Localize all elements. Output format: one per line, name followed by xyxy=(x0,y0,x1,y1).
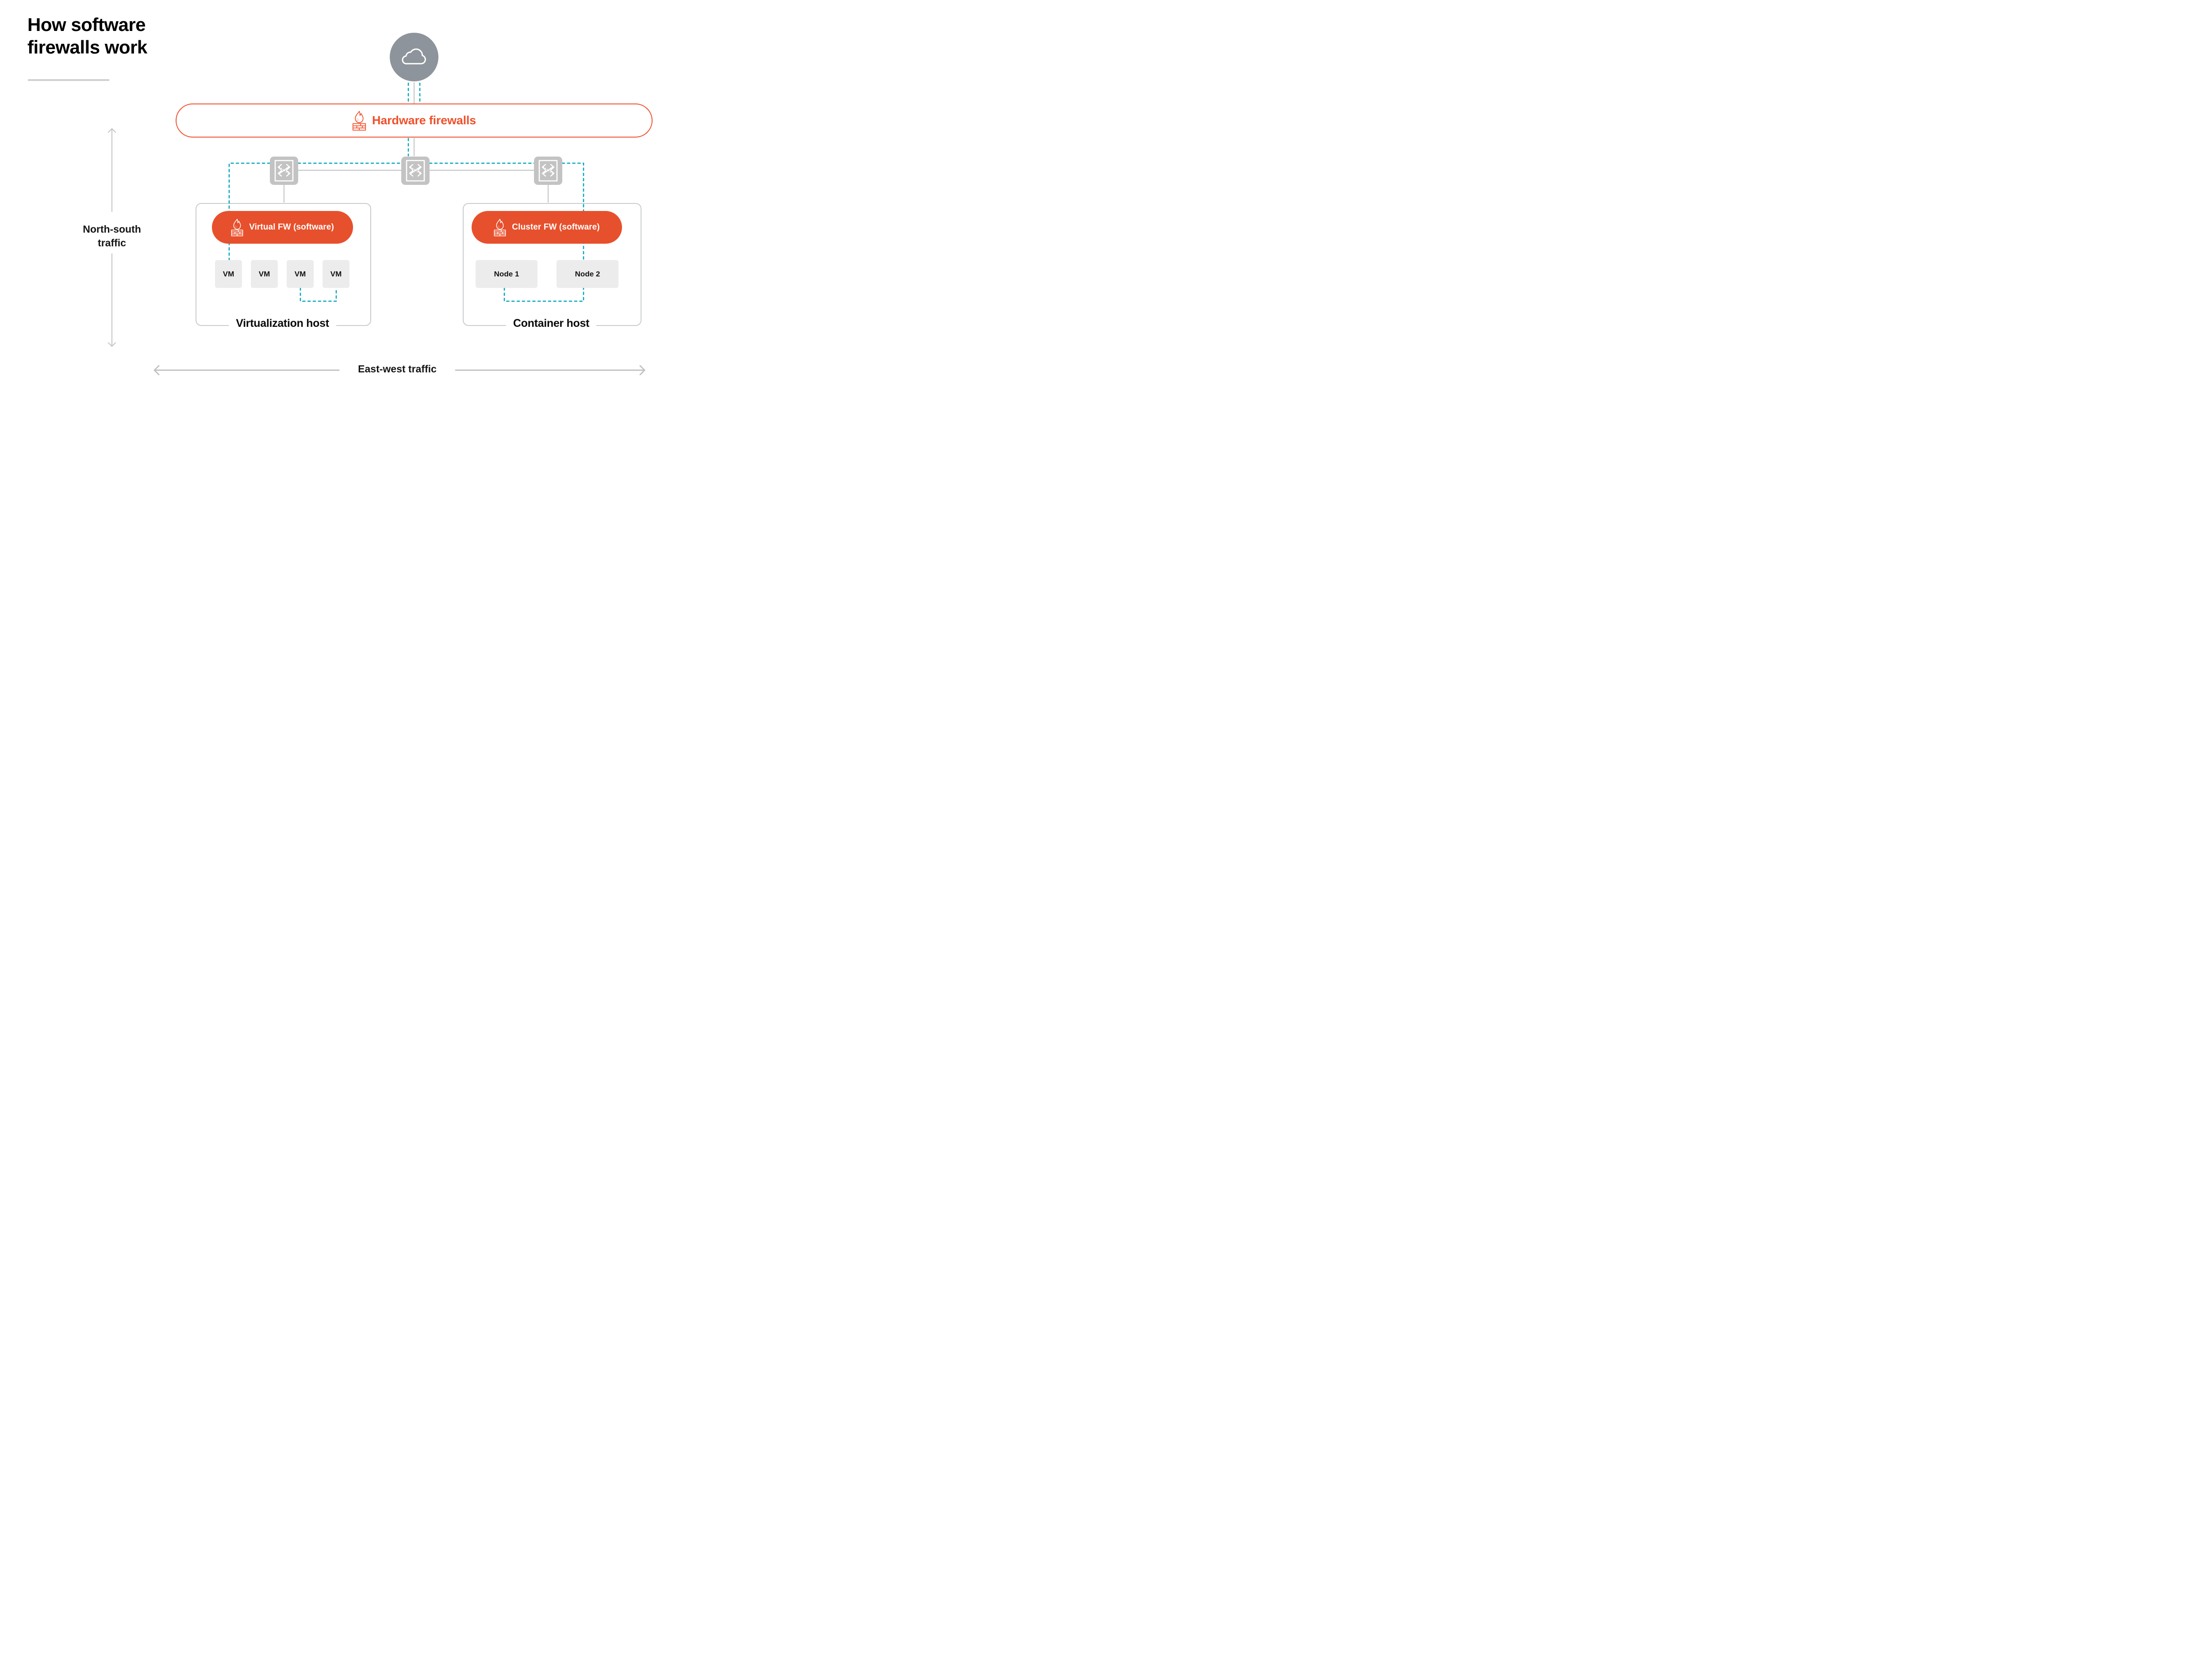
flame-speckles xyxy=(357,118,359,121)
north-south-traffic-label: North-south traffic xyxy=(57,222,167,250)
crossed-arrows-switch-icon xyxy=(274,160,294,182)
hardware-firewalls-label: Hardware firewalls xyxy=(372,114,476,127)
virtualization-host-label: Virtualization host xyxy=(229,317,336,330)
node-to-node-dashed-link xyxy=(503,287,584,302)
arrow-head-up xyxy=(108,128,116,133)
gray-solid-links xyxy=(283,82,549,203)
hardware-firewalls-pill: Hardware firewalls xyxy=(176,103,653,138)
north-south-arrow xyxy=(108,128,116,347)
node-box-2: Node 2 xyxy=(557,260,618,288)
switch-right xyxy=(534,157,562,185)
internet-cloud xyxy=(390,33,438,81)
vm-label: VM xyxy=(330,269,342,278)
east-west-arrow xyxy=(154,365,645,375)
vm-label: VM xyxy=(223,269,234,278)
firewall-flame-brick-icon xyxy=(352,111,366,130)
crossed-arrows-switch-icon xyxy=(406,160,425,182)
firewall-flame-brick-icon xyxy=(494,218,506,236)
virtual-fw-label: Virtual FW (software) xyxy=(249,222,334,232)
vm-to-vm-dashed-link xyxy=(300,287,337,302)
vm-box-2: VM xyxy=(251,260,278,288)
page-title: How software firewalls work xyxy=(27,13,147,58)
arrow-head-down xyxy=(108,342,116,347)
vm-label: VM xyxy=(258,269,270,278)
north-south-label-line2: traffic xyxy=(98,237,126,249)
node-box-1: Node 1 xyxy=(476,260,538,288)
virtual-fw-pill: Virtual FW (software) xyxy=(212,211,353,244)
vm-box-4: VM xyxy=(323,260,349,288)
container-host-label: Container host xyxy=(506,317,597,330)
cluster-fw-pill: Cluster FW (software) xyxy=(472,211,622,244)
vm-box-1: VM xyxy=(215,260,242,288)
switch-left xyxy=(270,157,298,185)
north-south-label-line1: North-south xyxy=(83,223,141,235)
container-host-label-wrap: Container host xyxy=(463,317,640,330)
vm-box-3: VM xyxy=(287,260,314,288)
cluster-fw-label: Cluster FW (software) xyxy=(512,222,600,232)
arrow-head-left xyxy=(154,365,160,375)
switch-middle xyxy=(401,157,430,185)
node-label: Node 2 xyxy=(575,269,600,278)
firewall-flame-brick-icon xyxy=(231,218,243,236)
cloud-icon xyxy=(402,48,426,65)
connector-lines-layer xyxy=(108,82,645,375)
virtualization-host-label-wrap: Virtualization host xyxy=(196,317,369,330)
infographic-canvas: How software firewalls work xyxy=(0,0,681,383)
vm-label: VM xyxy=(294,269,306,278)
page-title-line2: firewalls work xyxy=(27,37,147,58)
title-underline-bar xyxy=(28,79,109,81)
arrow-head-right xyxy=(639,365,645,375)
node-label: Node 1 xyxy=(494,269,519,278)
crossed-arrows-switch-icon xyxy=(538,160,558,182)
east-west-traffic-label: East-west traffic xyxy=(358,363,437,375)
page-title-line1: How software xyxy=(27,14,146,35)
